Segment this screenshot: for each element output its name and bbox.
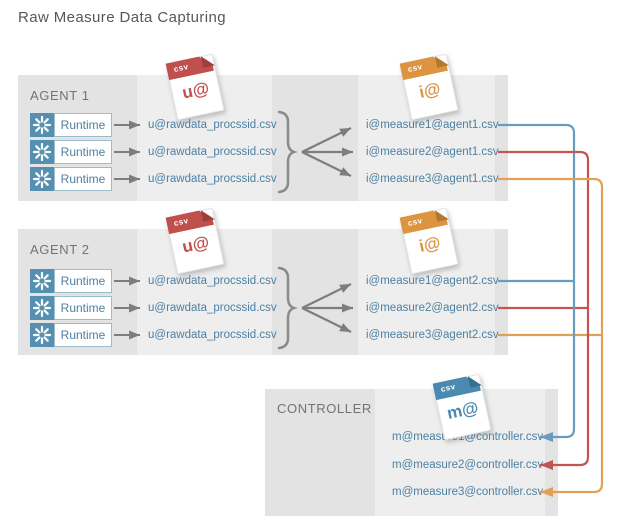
controller-label-zone [265,389,375,516]
folded-corner-icon [435,54,449,68]
spinner-icon [30,140,54,164]
agent1-runtime-1: Runtime [30,113,112,137]
controller-edge-strip [545,389,558,516]
csv-file-type-label: i@ [417,78,443,102]
csv-file-type-label: i@ [417,232,443,256]
agent1-raw-file-3: u@rawdata_procssid.csv [148,173,277,185]
agent1-runtime-2: Runtime [30,140,112,164]
agent1-measure-file-2: i@measure2@agent1.csv [366,146,499,158]
runtime-box-label: Runtime [54,140,112,164]
csv-file-type-label: u@ [180,78,211,103]
agent2-merge-zone [272,229,358,355]
agent1-raw-file-1: u@rawdata_procssid.csv [148,119,277,131]
agent1-raw-file-2: u@rawdata_procssid.csv [148,146,277,158]
spinner-icon [30,269,54,293]
agent1-measure-file-3: i@measure3@agent1.csv [366,173,499,185]
csv-file-type-label: u@ [180,232,211,257]
csv-file-type-label: m@ [445,397,481,424]
spinner-icon [30,167,54,191]
agent2-measure-file-1: i@measure1@agent2.csv [366,275,499,287]
folded-corner-icon [201,54,215,68]
runtime-box-label: Runtime [54,296,112,320]
runtime-box-label: Runtime [54,269,112,293]
controller-file-2: m@measure2@controller.csv [392,459,544,471]
agent2-runtime-2: Runtime [30,296,112,320]
agent2-raw-file-3: u@rawdata_procssid.csv [148,329,277,341]
controller-file-3: m@measure3@controller.csv [392,486,544,498]
agent1-merge-zone [272,75,358,201]
agent2-raw-file-2: u@rawdata_procssid.csv [148,302,277,314]
spinner-icon [30,113,54,137]
agent2-label: AGENT 2 [30,242,90,257]
agent1-label: AGENT 1 [30,88,90,103]
agent2-runtime-3: Runtime [30,323,112,347]
agent2-raw-file-1: u@rawdata_procssid.csv [148,275,277,287]
folded-corner-icon [468,374,482,388]
runtime-box-label: Runtime [54,167,112,191]
controller-label: CONTROLLER [277,401,372,416]
agent1-measure-file-1: i@measure1@agent1.csv [366,119,499,131]
agent2-runtime-1: Runtime [30,269,112,293]
agent2-measure-file-3: i@measure3@agent2.csv [366,329,499,341]
agent2-measure-file-2: i@measure2@agent2.csv [366,302,499,314]
agent1-runtime-3: Runtime [30,167,112,191]
page-title: Raw Measure Data Capturing [18,9,226,26]
runtime-box-label: Runtime [54,323,112,347]
spinner-icon [30,296,54,320]
folded-corner-icon [201,208,215,222]
spinner-icon [30,323,54,347]
folded-corner-icon [435,208,449,222]
runtime-box-label: Runtime [54,113,112,137]
